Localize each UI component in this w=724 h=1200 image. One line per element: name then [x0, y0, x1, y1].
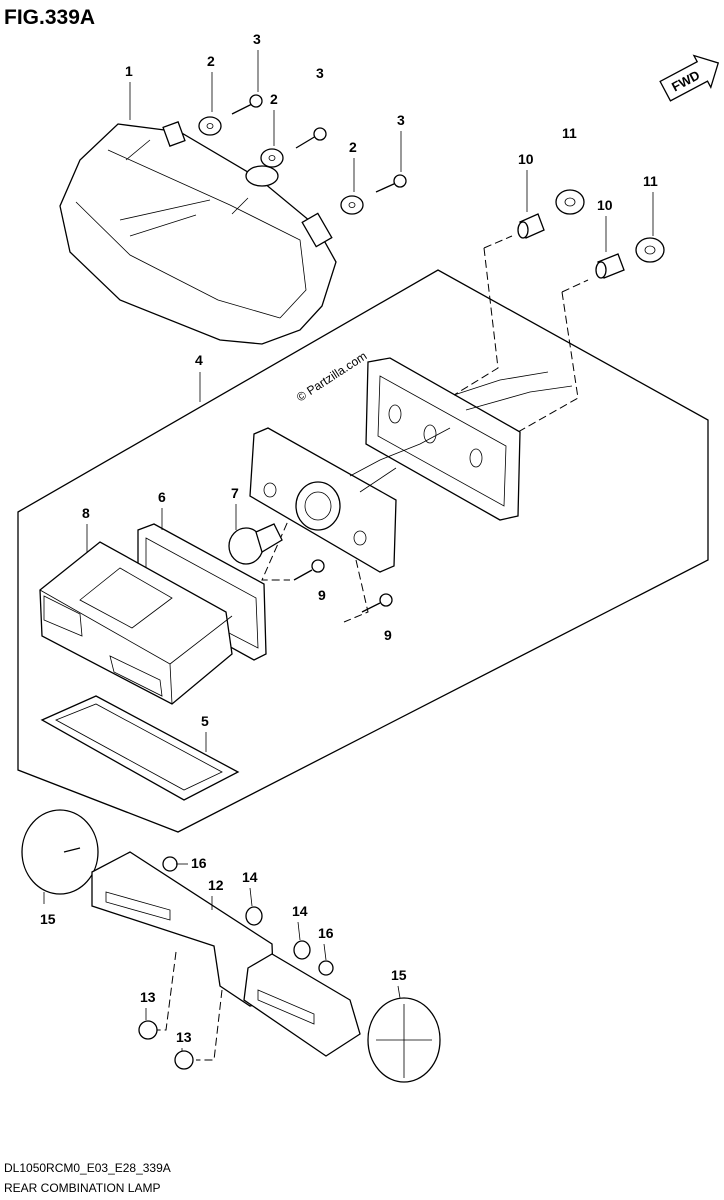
- screw: [295, 127, 327, 149]
- screw: [375, 174, 407, 193]
- washer: [340, 195, 364, 215]
- screw: [361, 593, 393, 613]
- spacer: [517, 213, 545, 239]
- lamp-lens: [39, 541, 233, 705]
- nut: [318, 960, 334, 976]
- callout-label: 4: [195, 352, 203, 368]
- callout-label: 14: [292, 903, 308, 919]
- callout-label: 6: [158, 489, 166, 505]
- callout-label: 12: [208, 877, 224, 893]
- fwd-arrow-icon: FWD: [659, 54, 720, 102]
- callout-label: 15: [391, 967, 407, 983]
- leader-lines: [43, 50, 654, 1051]
- callout-label: 11: [643, 173, 658, 189]
- callout-label: 13: [140, 989, 156, 1005]
- figure-title: FIG.339A: [4, 6, 95, 29]
- callout-label: 10: [597, 197, 613, 213]
- reflector: [367, 997, 441, 1083]
- callout-label: 8: [82, 505, 90, 521]
- tail-lamp-housing: [59, 121, 337, 345]
- figure-code: DL1050RCM0_E03_E28_339A: [4, 1161, 171, 1175]
- bulb: [228, 523, 283, 565]
- callout-label: 5: [201, 713, 209, 729]
- bolt: [138, 1020, 158, 1040]
- callout-label: 2: [207, 53, 215, 69]
- washer: [260, 148, 284, 168]
- reflector: [21, 809, 99, 895]
- callout-label: 10: [518, 151, 534, 167]
- collar: [245, 906, 263, 926]
- callout-label: 16: [191, 855, 207, 871]
- callout-label: 2: [270, 91, 278, 107]
- grommet: [555, 189, 585, 215]
- figure-name: REAR COMBINATION LAMP: [4, 1181, 160, 1195]
- callout-label: 15: [40, 911, 56, 927]
- callout-label: 13: [176, 1029, 192, 1045]
- spacer: [595, 253, 625, 279]
- callout-label: 7: [231, 485, 239, 501]
- callout-label: 16: [318, 925, 334, 941]
- nut: [162, 856, 178, 872]
- watermark: © Partzilla.com: [294, 349, 369, 405]
- screw: [231, 94, 263, 115]
- grommet: [635, 237, 665, 263]
- callout-labels: 1 2 3 2 3 2 3 11 10 11 10 4 8 6 7 9 9 5 …: [40, 31, 658, 1045]
- screw: [293, 559, 325, 581]
- collar: [293, 940, 311, 960]
- lamp-base-plate: [365, 357, 573, 521]
- washer: [198, 116, 222, 136]
- callout-label: 14: [242, 869, 258, 885]
- callout-label: 11: [562, 125, 577, 141]
- callout-label: 3: [397, 112, 405, 128]
- callout-label: 3: [316, 65, 324, 81]
- callout-label: 9: [318, 587, 326, 603]
- callout-label: 1: [125, 63, 133, 79]
- lens-gasket: [40, 695, 240, 801]
- bolt: [174, 1050, 194, 1070]
- callout-label: 2: [349, 139, 357, 155]
- callout-label: 3: [253, 31, 261, 47]
- callout-label: 9: [384, 627, 392, 643]
- reflector-bracket: [91, 851, 361, 1057]
- socket-bracket: [249, 427, 451, 573]
- assembly-outline: [17, 269, 709, 833]
